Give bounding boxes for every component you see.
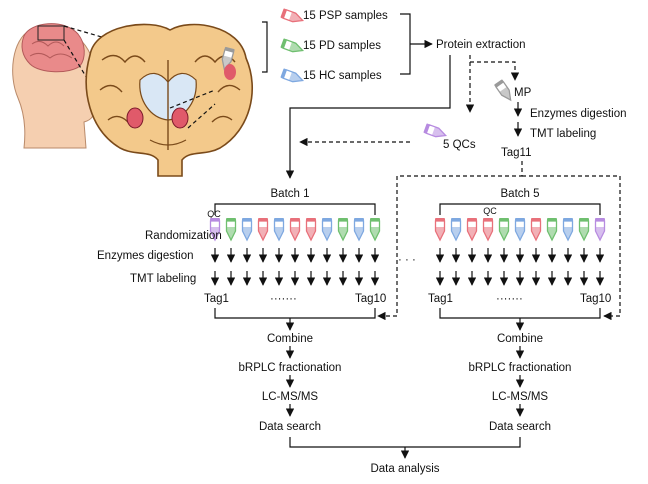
batch5-tube-icon: [514, 217, 526, 241]
tag11-to-batch1-arrow: [377, 161, 523, 321]
batch5-lcms-label: LC-MS/MS: [492, 391, 549, 403]
batch5-qc-label: QC: [483, 206, 497, 216]
batch1-tube-icon: [273, 217, 285, 241]
between-batches-dots: · · ·: [398, 254, 416, 266]
psp-tube-icon: [279, 7, 306, 26]
sample-groups: 15 PSP samples 15 PD samples 15 HC sampl…: [262, 7, 433, 86]
sample-callout-lines: [169, 89, 216, 129]
batch5-tube-icon: [594, 217, 606, 241]
batch1-tube-icon: [369, 217, 381, 241]
batch5-tubes: [434, 217, 606, 241]
mp-label: MP: [514, 87, 532, 99]
batch1-bracket: [214, 203, 376, 215]
batch5-data-search-label: Data search: [489, 421, 551, 433]
tissue-sample: [224, 64, 236, 80]
randomization-label: Randomization: [145, 230, 222, 242]
batch5-dots: ·······: [496, 293, 523, 305]
batch1-lcms-label: LC-MS/MS: [262, 391, 319, 403]
batch1-tag1-label: Tag1: [204, 293, 229, 305]
qc-tube-icon: [422, 122, 449, 141]
protein-extraction-label: Protein extraction: [436, 39, 526, 51]
batch1-tube-icon: [305, 217, 317, 241]
batch1-dots: ·······: [270, 293, 297, 305]
mp-enzymes-digestion-label: Enzymes digestion: [530, 108, 627, 120]
batch1-qc-label: QC: [207, 209, 221, 219]
batch1-tube-icon: [353, 217, 365, 241]
extraction-to-mp-arrow: [470, 61, 520, 81]
batch5-tube-icon: [450, 217, 462, 241]
qcs-label: 5 QCs: [443, 139, 476, 151]
batch1-data-search-label: Data search: [259, 421, 321, 433]
batch1-arrows: [210, 248, 380, 286]
batch5-combine-bracket: [439, 308, 601, 319]
pd-samples-label: 15 PD samples: [303, 40, 381, 52]
batch5-bracket: [439, 203, 601, 215]
extraction-to-batch1-arrow: [285, 55, 451, 179]
batch5-tube-icon: [482, 217, 494, 241]
batch5-combine-label: Combine: [497, 333, 543, 345]
batch5-tube-icon: [530, 217, 542, 241]
hc-tube-icon: [279, 67, 306, 86]
batch5-tube-icon: [546, 217, 558, 241]
batch1-label: Batch 1: [271, 188, 310, 200]
brain-section-illustration: [85, 23, 253, 177]
batch1-tubes: [209, 217, 381, 241]
batch5-tube-icon: [578, 217, 590, 241]
mp-tmt-labeling-label: TMT labeling: [530, 128, 596, 140]
batch1-combine-bracket: [214, 308, 376, 319]
batch5-tag1-label: Tag1: [428, 293, 453, 305]
batch1-tube-icon: [337, 217, 349, 241]
tag11-to-batch5-arrow: [522, 175, 621, 321]
batch5-tube-icon: [434, 217, 446, 241]
batch5-fractionation-label: bRPLC fractionation: [469, 362, 572, 374]
batch1-combine-label: Combine: [267, 333, 313, 345]
tmt-labeling-label: TMT labeling: [130, 273, 196, 285]
batch1-tube-icon: [225, 217, 237, 241]
batch5-label: Batch 5: [501, 188, 540, 200]
batch1-tube-icon: [241, 217, 253, 241]
batch5-tag10-label: Tag10: [580, 293, 611, 305]
batch5-arrows: [435, 248, 605, 286]
tag11-label: Tag11: [501, 147, 531, 159]
batch5-tube-icon: [466, 217, 478, 241]
psp-samples-label: 15 PSP samples: [303, 10, 388, 22]
head-illustration: [12, 23, 101, 149]
batch1-fractionation-label: bRPLC fractionation: [239, 362, 342, 374]
batch1-tube-icon: [321, 217, 333, 241]
pd-tube-icon: [279, 37, 306, 56]
batch1-tube-icon: [289, 217, 301, 241]
batch5-tube-icon: [562, 217, 574, 241]
data-analysis-label: Data analysis: [370, 463, 439, 475]
mp-tube-icon: [493, 78, 516, 104]
batch5-tube-icon: [498, 217, 510, 241]
hc-samples-label: 15 HC samples: [303, 70, 382, 82]
batch1-tube-icon: [257, 217, 269, 241]
enzymes-digestion-label: Enzymes digestion: [97, 250, 194, 262]
batch1-tag10-label: Tag10: [355, 293, 386, 305]
data-search-merge-bracket: [289, 437, 521, 448]
